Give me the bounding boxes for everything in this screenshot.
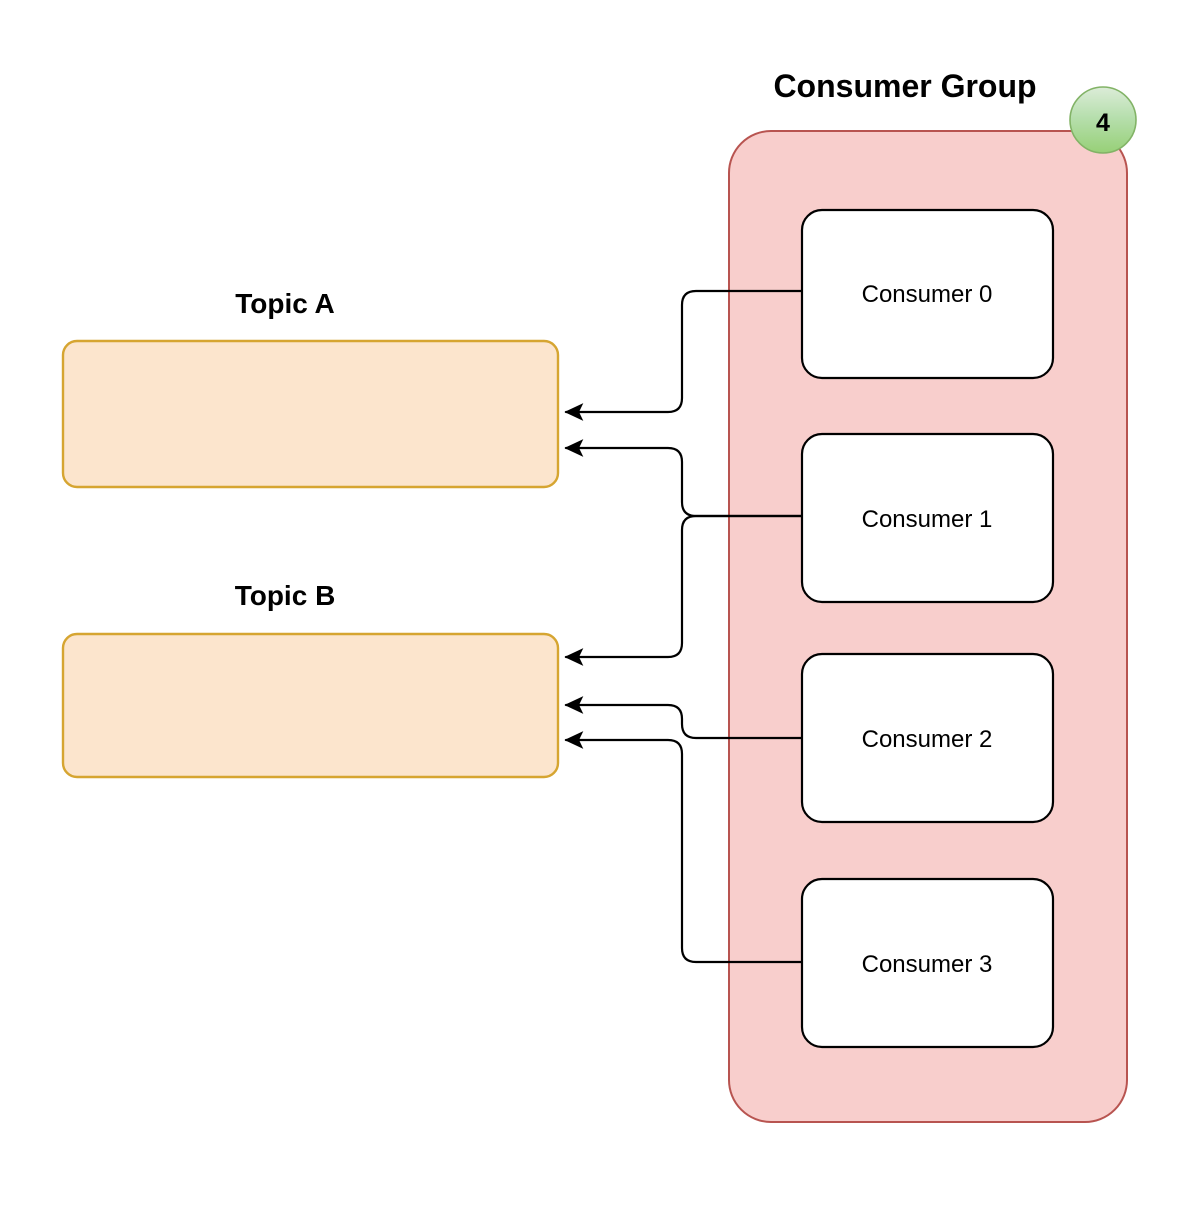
consumer-3-label: Consumer 3 [862, 951, 993, 978]
edge-consumer3-to-topic-b[interactable] [564, 731, 804, 964]
consumer-1-box[interactable] [800, 432, 1055, 604]
edge-consumer0-to-topic-a[interactable] [564, 289, 804, 421]
consumer-3-box[interactable] [800, 877, 1055, 1049]
edge-consumer2-to-topic-b[interactable] [564, 696, 804, 740]
topic-b-group[interactable]: Topic B [61, 580, 560, 779]
topic-b-title: Topic B [235, 580, 336, 611]
topic-a-box[interactable] [61, 339, 560, 489]
consumer-count-badge[interactable]: 4 [1069, 86, 1137, 154]
consumer-1-node[interactable]: Consumer 1 [800, 432, 1055, 604]
edge-layer [564, 289, 804, 964]
topic-b-box[interactable] [61, 632, 560, 779]
consumer-3-node[interactable]: Consumer 3 [800, 877, 1055, 1049]
badge-count-label: 4 [1096, 109, 1110, 137]
consumer-1-label: Consumer 1 [862, 506, 993, 533]
topic-a-group[interactable]: Topic A [61, 288, 560, 489]
consumer-2-label: Consumer 2 [862, 726, 993, 753]
consumer-0-node[interactable]: Consumer 0 [800, 208, 1055, 380]
consumer-2-box[interactable] [800, 652, 1055, 824]
consumer-group-title: Consumer Group [773, 68, 1036, 104]
topic-a-title: Topic A [235, 288, 335, 319]
edge-consumer1-to-topic-b[interactable] [564, 514, 804, 666]
edge-consumer1-to-topic-a[interactable] [564, 439, 804, 518]
consumer-2-node[interactable]: Consumer 2 [800, 652, 1055, 824]
badge-circle[interactable] [1069, 86, 1137, 154]
consumer-0-box[interactable] [800, 208, 1055, 380]
consumer-0-label: Consumer 0 [862, 281, 993, 308]
